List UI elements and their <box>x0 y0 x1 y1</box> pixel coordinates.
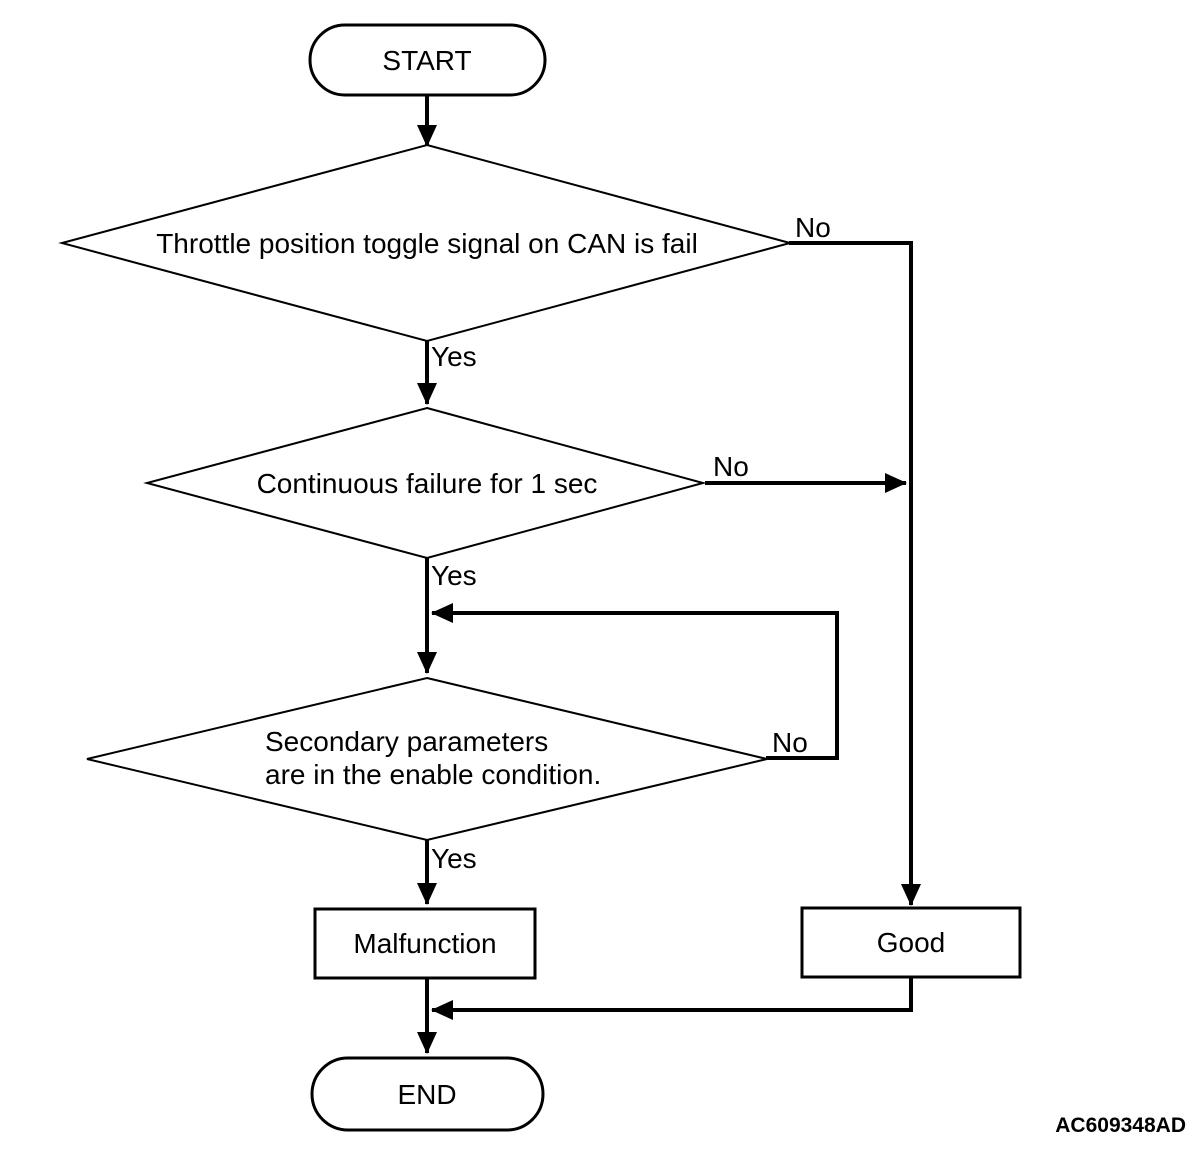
decision1-node <box>58 143 794 343</box>
edge-decision1-no-to-good <box>789 241 921 906</box>
decision3-no-label: No <box>772 727 808 758</box>
decision2-no-label: No <box>713 451 749 482</box>
good-node-label: Good <box>877 927 946 958</box>
figure-code: AC609348AD <box>1055 1114 1186 1137</box>
malfunction-node <box>313 907 537 980</box>
end-node <box>310 1056 545 1132</box>
decision1-node-label: Throttle position toggle signal on CAN i… <box>156 228 698 259</box>
start-node <box>308 23 547 97</box>
edge-good-to-join <box>431 976 913 1020</box>
start-node-label: START <box>382 45 471 76</box>
malfunction-node-label: Malfunction <box>353 928 496 959</box>
decision3-node-label-line1: Secondary parameters <box>265 726 548 757</box>
decision3-node-label-line2: are in the enable condition. <box>265 759 601 790</box>
decision2-node <box>143 406 707 560</box>
good-node <box>800 906 1022 979</box>
end-node-label: END <box>397 1079 456 1110</box>
decision1-yes-label: Yes <box>431 341 477 372</box>
decision1-no-label: No <box>795 212 831 243</box>
edge-decision3-no-loopback <box>431 603 839 760</box>
decision3-yes-label: Yes <box>431 843 477 874</box>
decision2-node-label: Continuous failure for 1 sec <box>257 468 598 499</box>
decision3-node <box>86 676 768 842</box>
decision2-yes-label: Yes <box>431 560 477 591</box>
